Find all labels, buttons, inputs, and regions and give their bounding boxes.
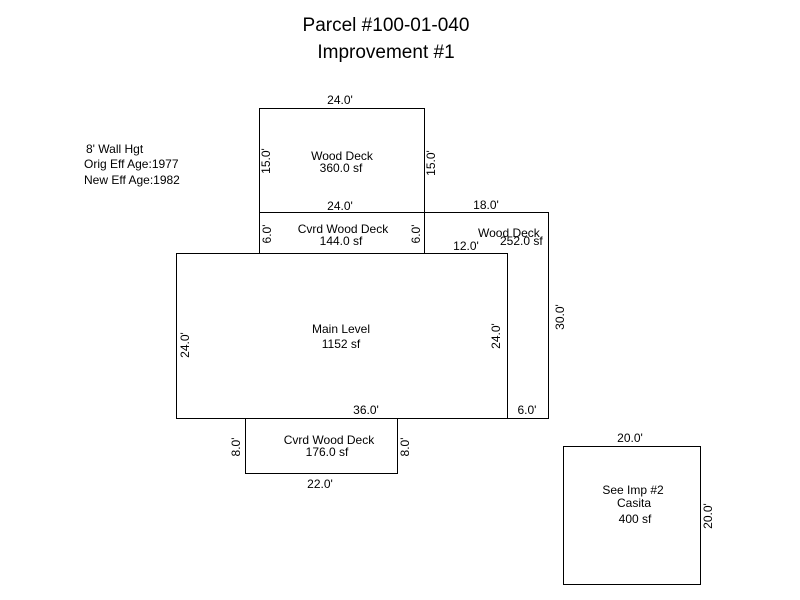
- casita-outline: [563, 446, 701, 585]
- cvrd-deck-lower-dim-left: 8.0': [229, 438, 243, 457]
- wood-deck-right-dim-right: 30.0': [553, 304, 567, 330]
- cvrd-deck-upper-name: Cvrd Wood Deck: [298, 222, 389, 236]
- main-level-name: Main Level: [312, 322, 370, 336]
- cvrd-deck-lower-name: Cvrd Wood Deck: [284, 433, 375, 447]
- wood-deck-right-dim-top: 18.0': [473, 198, 499, 212]
- casita-note-line1: See Imp #2: [602, 483, 664, 497]
- orig-eff-age-note: Orig Eff Age:1977: [84, 157, 179, 171]
- wood-deck-top-dim-left: 15.0': [259, 148, 273, 174]
- wood-deck-top-size: 360.0 sf: [320, 161, 363, 175]
- wall-height-note: 8' Wall Hgt: [86, 142, 144, 156]
- wood-deck-right-outline: [424, 212, 549, 419]
- main-level-size: 1152 sf: [322, 337, 361, 351]
- main-level-outline: [176, 253, 508, 419]
- wood-deck-right-dim-bottom: 6.0': [518, 403, 537, 417]
- parcel-title: Parcel #100-01-040: [302, 15, 470, 36]
- cvrd-wood-deck-lower-outline: [245, 418, 398, 474]
- casita-dim-top: 20.0': [617, 431, 643, 445]
- cvrd-deck-upper-dim-left: 6.0': [260, 225, 274, 244]
- cvrd-deck-upper-size: 144.0 sf: [320, 234, 363, 248]
- wood-deck-top-dim-right: 15.0': [424, 150, 438, 176]
- main-level-dim-bottom: 36.0': [353, 403, 379, 417]
- new-eff-age-note: New Eff Age:1982: [84, 173, 180, 187]
- wood-deck-top-name: Wood Deck: [311, 149, 374, 163]
- main-level-dim-right: 24.0': [489, 323, 503, 349]
- main-level-dim-left: 24.0': [178, 332, 192, 358]
- wood-deck-top-dim-top: 24.0': [327, 93, 353, 107]
- cvrd-deck-lower-size: 176.0 sf: [306, 445, 349, 459]
- cvrd-deck-lower-dim-right: 8.0': [398, 438, 412, 457]
- wood-deck-right-name: Wood Deck: [478, 226, 541, 240]
- wood-deck-top-dim-bottom: 24.0': [327, 199, 353, 213]
- casita-dim-right: 20.0': [701, 503, 715, 529]
- wood-deck-right-size: 252.0 sf: [500, 234, 543, 248]
- cvrd-deck-upper-dim-right: 6.0': [409, 225, 423, 244]
- improvement-title: Improvement #1: [317, 42, 455, 63]
- casita-size: 400 sf: [619, 512, 652, 526]
- wood-deck-right-dim-inner: 12.0': [453, 239, 479, 253]
- casita-note-line2: Casita: [617, 496, 651, 510]
- cvrd-deck-lower-dim-bottom: 22.0': [307, 477, 333, 491]
